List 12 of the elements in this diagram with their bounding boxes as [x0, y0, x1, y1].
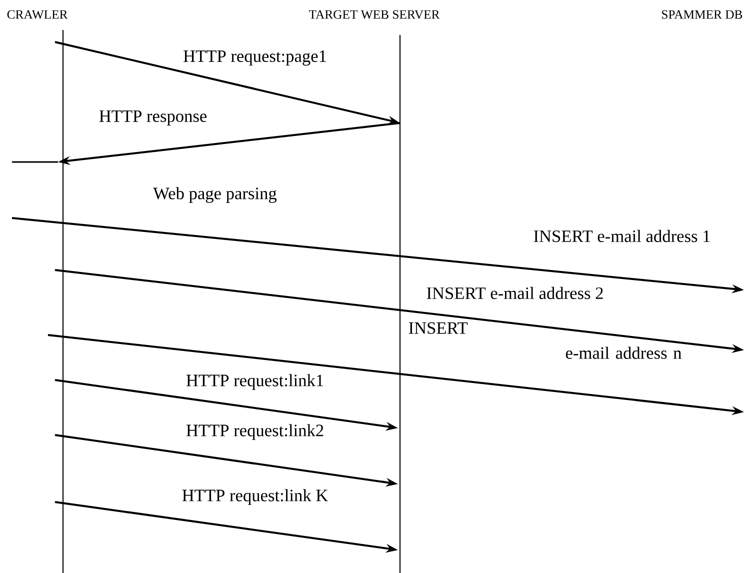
edge-label: INSERT e-mail address n — [408, 322, 682, 359]
edge-label: HTTP request:link K — [182, 489, 328, 505]
lane-header: CRAWLER — [7, 10, 68, 19]
lane-header: TARGET WEB SERVER — [309, 10, 440, 19]
edge-label: INSERT e-mail address 2 — [426, 286, 603, 300]
edge-label: INSERT e-mail address 1 — [534, 230, 710, 242]
lane-header: SPAMMER DB — [662, 10, 742, 19]
step-label: Web page parsing — [153, 187, 277, 203]
edge-label: HTTP request:link1 — [186, 374, 324, 390]
edge-label: HTTP response — [99, 110, 207, 126]
edge-label: HTTP request:link2 — [186, 424, 324, 440]
edge-label: HTTP request:page1 — [184, 50, 326, 66]
